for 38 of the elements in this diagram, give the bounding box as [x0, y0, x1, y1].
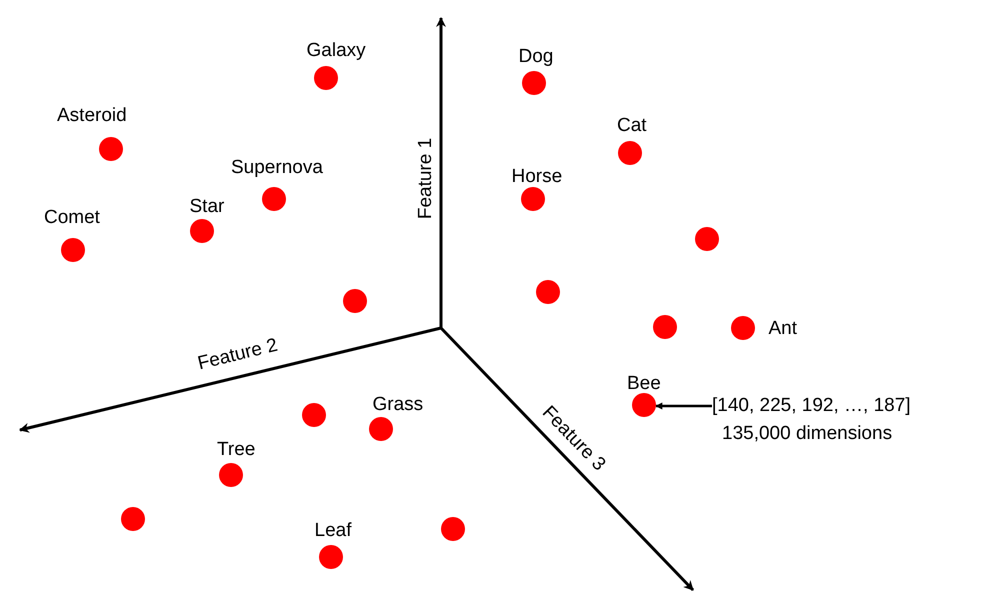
- data-point: [521, 187, 545, 211]
- axis-label: Feature 1: [416, 137, 435, 219]
- data-point: [343, 289, 367, 313]
- vector-values: [140, 225, 192, …, 187]: [712, 394, 911, 418]
- data-point: [314, 66, 338, 90]
- point-label: Dog: [518, 46, 554, 66]
- point-label: Bee: [627, 374, 661, 392]
- data-point: [536, 280, 560, 304]
- data-point: [731, 316, 755, 340]
- point-label: Tree: [217, 440, 256, 458]
- data-point: [219, 463, 243, 487]
- arrow: [655, 402, 712, 410]
- axis-label: Feature 2: [195, 335, 279, 373]
- point-label: Galaxy: [306, 40, 366, 60]
- data-point: [262, 187, 286, 211]
- data-point: [695, 227, 719, 251]
- point-label: Comet: [44, 208, 100, 226]
- data-point: [522, 71, 546, 95]
- data-point: [319, 545, 343, 569]
- data-point: [632, 393, 656, 417]
- data-point: [302, 403, 326, 427]
- point-label: Leaf: [314, 520, 352, 540]
- data-point: [121, 507, 145, 531]
- data-point: [618, 141, 642, 165]
- data-point: [99, 137, 123, 161]
- point-label: Cat: [617, 116, 647, 134]
- point-label: Asteroid: [57, 106, 127, 124]
- dimension-count: 135,000 dimensions: [721, 422, 894, 446]
- data-point: [190, 219, 214, 243]
- point-label: Ant: [768, 318, 798, 338]
- point-label: Grass: [372, 394, 424, 414]
- data-point: [653, 315, 677, 339]
- point-label: Star: [190, 196, 224, 216]
- point-label: Horse: [512, 166, 562, 186]
- data-point: [61, 238, 85, 262]
- point-label: Supernova: [231, 158, 323, 176]
- data-point: [369, 417, 393, 441]
- data-point: [441, 517, 465, 541]
